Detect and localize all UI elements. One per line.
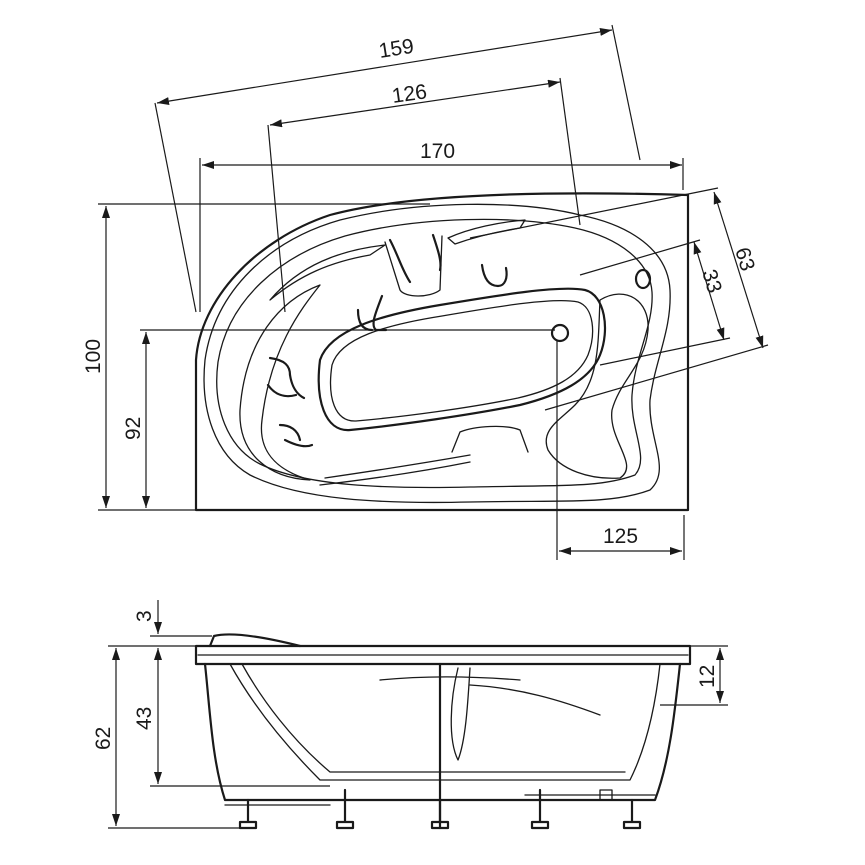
dim-3: 3 (133, 600, 212, 637)
leg-icon (430, 798, 450, 830)
dim-label-170: 170 (420, 140, 455, 163)
dim-label-3: 3 (133, 610, 156, 622)
nozzles (266, 233, 508, 448)
basin-inner (329, 299, 594, 422)
dim-label-126: 126 (390, 80, 428, 108)
top-view: 159 126 170 63 33 (82, 24, 769, 560)
nozzle-icon (356, 308, 374, 332)
nozzle-icon (372, 294, 388, 332)
leg-icon (622, 798, 642, 830)
drain-fitting (599, 789, 613, 801)
nozzle-icon (388, 238, 412, 284)
leg-icon (238, 798, 258, 830)
rim-notch-right (447, 219, 526, 245)
dim-label-33: 33 (697, 267, 726, 296)
dim-100: 100 (82, 203, 430, 511)
dim-12: 12 (660, 645, 728, 706)
drain-icon (550, 323, 570, 343)
legs (224, 788, 656, 830)
dim-label-100: 100 (82, 339, 105, 374)
dim-label-63: 63 (730, 245, 759, 274)
rim-inner (216, 218, 653, 489)
inner-curve-1 (379, 676, 521, 681)
handle-bottom (451, 425, 529, 453)
leg-icon (530, 788, 550, 830)
side-view: 3 62 43 12 (92, 600, 728, 830)
dim-label-12: 12 (696, 665, 719, 688)
overflow-pipe (450, 667, 471, 761)
headrest-bump (208, 633, 302, 648)
overflow-icon (634, 268, 652, 290)
backrest-top (269, 244, 386, 301)
dim-label-62: 62 (92, 727, 115, 750)
rim-notch-left (384, 235, 443, 297)
leg-icon (335, 788, 355, 830)
seat-right (545, 293, 649, 479)
dim-125: 125 (556, 340, 685, 560)
nozzle-icon (431, 233, 442, 272)
nozzle-icon (268, 356, 292, 377)
dim-159: 159 (154, 24, 641, 313)
tub-outline-top (194, 192, 690, 512)
nozzle-icon (278, 423, 314, 448)
dim-62: 62 (92, 645, 240, 829)
rim-side (194, 644, 692, 666)
dim-label-43: 43 (133, 707, 156, 730)
basin-outline (317, 287, 607, 432)
nozzle-icon (266, 373, 306, 400)
dim-label-125: 125 (603, 525, 638, 548)
backrest-left (239, 284, 321, 481)
dim-label-159: 159 (377, 35, 415, 63)
rim-outer (203, 203, 671, 504)
inner-curve-2 (469, 684, 601, 716)
shell-inner (229, 663, 661, 781)
dim-label-92: 92 (122, 417, 145, 440)
shell-inner-2 (241, 663, 626, 773)
dim-126: 126 (267, 77, 581, 313)
dim-170: 170 (199, 140, 684, 312)
dim-92: 92 (122, 329, 555, 508)
headrest-arcs (319, 454, 471, 486)
nozzle-icon (480, 263, 508, 288)
dim-43: 43 (133, 648, 330, 787)
